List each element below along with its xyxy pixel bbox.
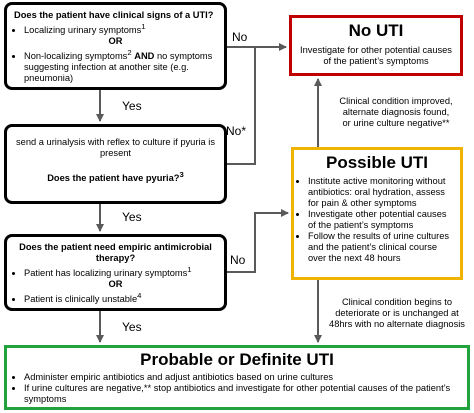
question-pyuria: Does the patient have pyuria?3	[47, 170, 184, 184]
question-empiric-therapy-box: Does the patient need empiric antimicrob…	[4, 234, 227, 311]
no-uti-text: Investigate for other potential causes o…	[300, 45, 452, 66]
deteriorate-note: Clinical condition begins to deteriorate…	[329, 297, 465, 329]
arrow-q3-to-possible	[227, 209, 289, 273]
list-item: Non-localizing symptoms2 AND no symptoms…	[24, 47, 217, 84]
improved-note: Clinical condition improved, alternate d…	[339, 96, 453, 128]
yes-label-2: Yes	[122, 210, 142, 224]
possible-uti-box: Possible UTI Institute active monitoring…	[291, 147, 463, 280]
or-label: OR	[108, 36, 123, 47]
clinical-signs-list: Localizing urinary symptoms1	[14, 21, 217, 36]
no-uti-box: No UTI Investigate for other potential c…	[289, 15, 463, 76]
probable-uti-list: Administer empiric antibiotics and adjus…	[14, 372, 460, 405]
yes-label-3: Yes	[122, 320, 142, 334]
question-clinical-signs-box: Does the patient have clinical signs of …	[4, 2, 227, 90]
no-uti-title: No UTI	[348, 21, 404, 40]
connector-q2-no	[227, 47, 256, 165]
clinical-signs-list-2: Non-localizing symptoms2 AND no symptoms…	[14, 47, 217, 84]
no-label-1: No	[232, 30, 248, 44]
list-item: Patient has localizing urinary symptoms1	[24, 264, 217, 279]
empiric-therapy-list-2: Patient is clinically unstable4	[14, 290, 217, 305]
question-empiric-therapy: Does the patient need empiric antimicrob…	[19, 242, 212, 263]
list-item: Patient is clinically unstable4	[24, 290, 217, 305]
no-star-label: No*	[226, 124, 247, 138]
list-item: Administer empiric antibiotics and adjus…	[24, 372, 460, 383]
list-item: Institute active monitoring without anti…	[308, 176, 456, 209]
possible-uti-list: Institute active monitoring without anti…	[298, 176, 456, 264]
no-label-3: No	[230, 253, 246, 267]
list-item: Localizing urinary symptoms1	[24, 21, 217, 36]
possible-uti-title: Possible UTI	[325, 153, 429, 172]
empiric-therapy-list: Patient has localizing urinary symptoms1	[14, 264, 217, 279]
question-clinical-signs: Does the patient have clinical signs of …	[14, 10, 214, 20]
probable-uti-box: Probable or Definite UTI Administer empi…	[4, 345, 470, 410]
or-label: OR	[108, 279, 123, 290]
list-item: If urine cultures are negative,** stop a…	[24, 383, 460, 405]
list-item: Investigate other potential causes of th…	[308, 209, 456, 231]
question-pyuria-box: send a urinalysis with reflex to culture…	[4, 124, 227, 204]
urinalysis-instruction: send a urinalysis with reflex to culture…	[16, 137, 215, 158]
probable-uti-title: Probable or Definite UTI	[140, 350, 334, 369]
list-item: Follow the results of urine cultures and…	[308, 231, 456, 264]
yes-label-1: Yes	[122, 99, 142, 113]
